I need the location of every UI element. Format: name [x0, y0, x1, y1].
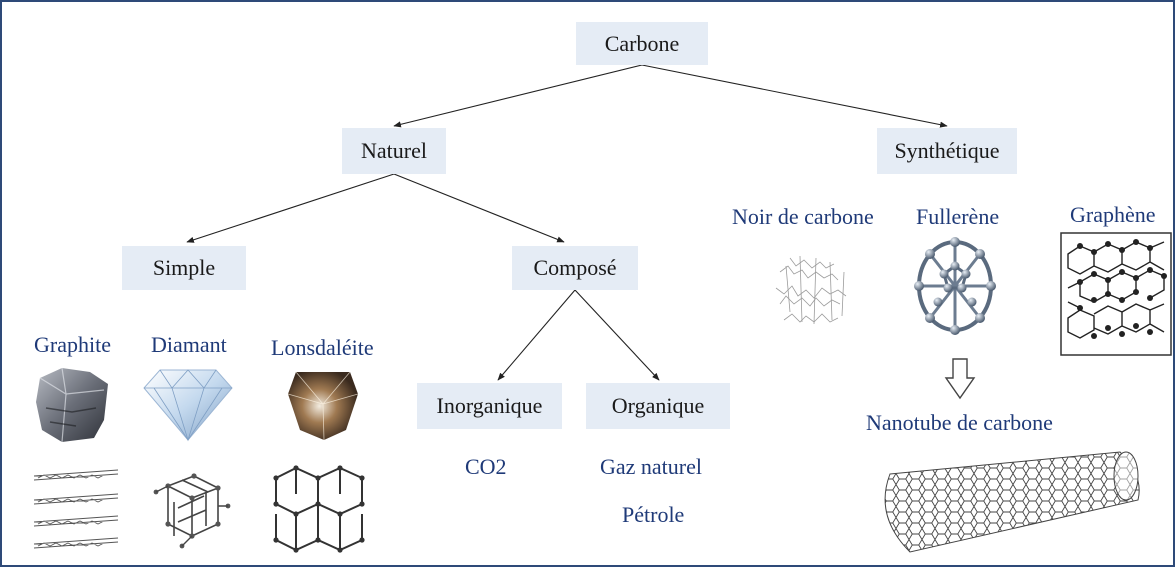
label-graphite: Graphite: [34, 332, 111, 357]
carbon-black-image: [775, 255, 847, 325]
arrow-naturel-simple: [186, 173, 395, 243]
diamond-lattice-structure: [153, 473, 231, 549]
arrow-compose-inorganique: [497, 289, 576, 381]
lonsdaleite-lattice-structure: [273, 465, 365, 553]
node-compose: Composé: [512, 246, 638, 290]
lonsdaleite-image: [287, 371, 359, 441]
arrow-compose-organique: [574, 289, 660, 381]
label-nanotube: Nanotube de carbone: [866, 410, 1053, 435]
label-graphene: Graphène: [1070, 202, 1156, 227]
node-synthetique: Synthétique: [877, 128, 1017, 174]
label-co2: CO2: [465, 454, 507, 479]
graphite-rock-image: [36, 367, 108, 443]
graphene-sheet-image: [1060, 232, 1172, 356]
label-gaz-naturel: Gaz naturel: [600, 454, 702, 479]
graphite-layers-structure: [33, 469, 119, 549]
arrow-carbone-synthetique: [641, 64, 948, 128]
arrow-naturel-compose: [393, 173, 565, 243]
label-petrole: Pétrole: [622, 502, 685, 527]
node-simple: Simple: [122, 246, 246, 290]
node-carbone: Carbone: [576, 22, 708, 65]
arrow-carbone-naturel: [393, 64, 643, 128]
node-inorganique: Inorganique: [417, 383, 562, 429]
node-organique: Organique: [586, 383, 730, 429]
diamond-image: [143, 369, 233, 442]
label-lonsdaleite: Lonsdaléite: [271, 335, 374, 360]
label-diamant: Diamant: [151, 332, 227, 357]
hollow-down-arrow: [944, 358, 976, 400]
label-fullerene: Fullerène: [916, 204, 1000, 229]
label-noir-de-carbone: Noir de carbone: [732, 204, 874, 229]
carbon-nanotube-image: [884, 451, 1140, 553]
fullerene-molecule-image: [914, 237, 996, 335]
node-naturel: Naturel: [342, 128, 446, 174]
